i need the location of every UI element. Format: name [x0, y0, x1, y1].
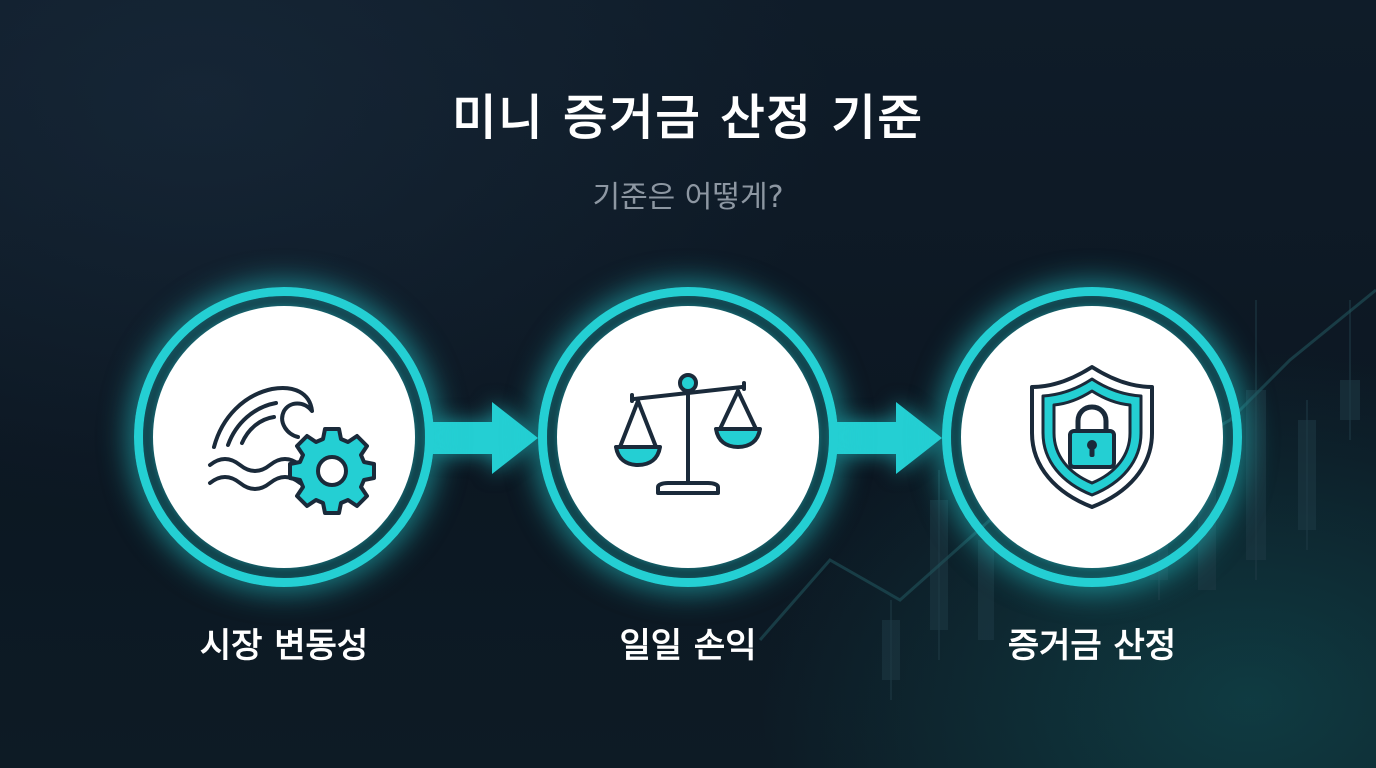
arrow-right-icon: [432, 402, 538, 474]
page-title: 미니 증거금 산정 기준: [452, 90, 924, 146]
page-subtitle: 기준은 어떻게?: [592, 180, 784, 215]
step-market-volatility: [134, 287, 434, 587]
step-ring: [538, 287, 838, 587]
step-disc: [153, 306, 415, 568]
step-label-margin-calculation: 증거금 산정: [1007, 626, 1177, 666]
arrow-right-icon: [836, 402, 942, 474]
step-daily-pnl: [538, 287, 838, 587]
step-label-market-volatility: 시장 변동성: [199, 626, 369, 666]
wave-gear-icon: [208, 386, 376, 515]
step-label-daily-pnl: 일일 손익: [619, 626, 757, 666]
step-ring: [134, 287, 434, 587]
balance-scale-icon: [614, 373, 762, 495]
step-margin-calculation: [942, 287, 1242, 587]
shield-lock-icon: [1030, 365, 1154, 509]
step-ring: [942, 287, 1242, 587]
